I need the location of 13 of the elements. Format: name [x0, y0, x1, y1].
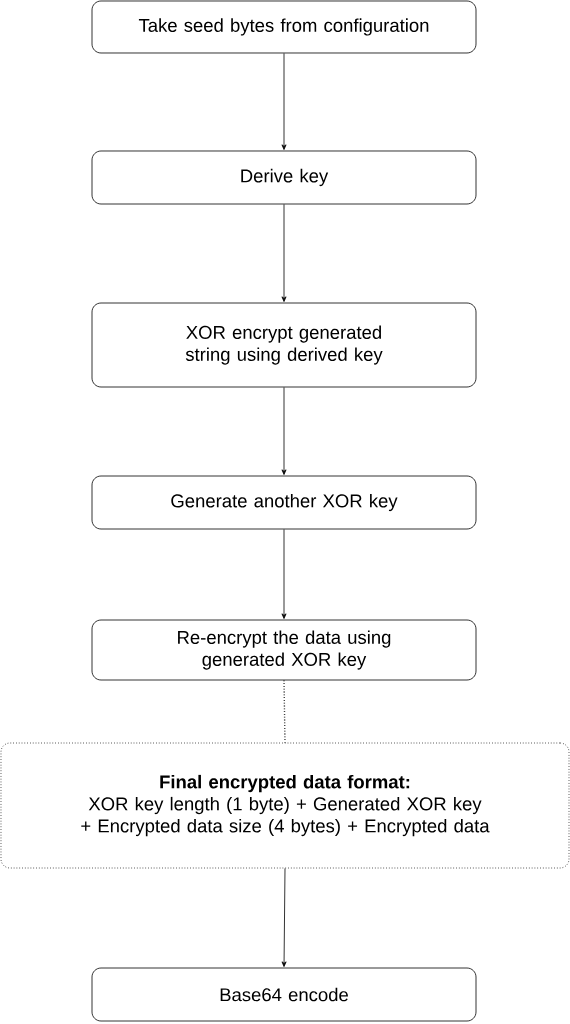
- arrow: [281, 868, 287, 967]
- process-box: Take seed bytes from configuration: [91, 0, 477, 54]
- process-box: Re-encrypt the data using generated XOR key: [91, 619, 477, 681]
- process-box: Derive key: [91, 150, 477, 205]
- format-box: Final encrypted data format: XOR key length (1 byte) + Generated XOR key + Encrypted data size (4 bytes) + Encrypted data: [0, 742, 570, 869]
- process-box: Generate another XOR key: [91, 475, 477, 530]
- arrow: [281, 53, 287, 150]
- connector-line: [283, 679, 286, 744]
- arrow: [281, 387, 287, 475]
- process-box: XOR encrypt generated string using derived key: [91, 302, 477, 388]
- arrow: [281, 204, 287, 302]
- arrow: [281, 529, 287, 619]
- process-box: Base64 encode: [91, 967, 477, 1022]
